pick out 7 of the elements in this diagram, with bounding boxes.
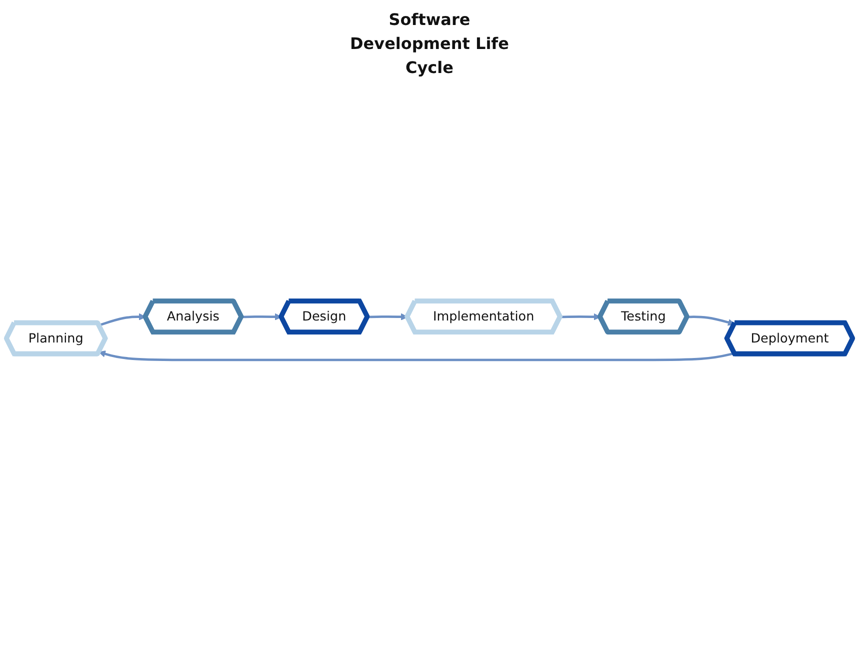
arrow [560, 313, 601, 320]
arrow [98, 350, 735, 362]
arrow [368, 313, 408, 320]
arrow [242, 313, 282, 320]
arrow [98, 313, 146, 326]
center-title: Software Development Life Cycle [350, 9, 510, 79]
arrow [687, 316, 735, 326]
